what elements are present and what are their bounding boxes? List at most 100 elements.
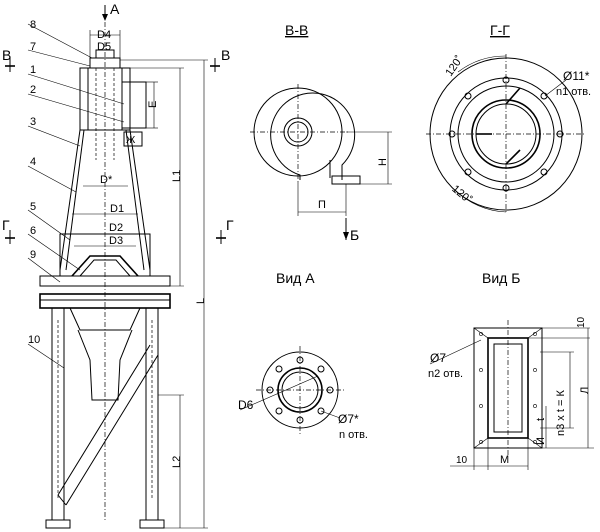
section-bb: В-В Н П Б: [250, 22, 392, 243]
view-b-corner-bl: [473, 437, 489, 449]
view-a-title: Вид А: [276, 270, 315, 286]
gg-bolt-holes: [448, 76, 564, 192]
dim-t: t: [535, 418, 547, 421]
section-g-label-left: Г: [2, 217, 10, 233]
dim-d5: D5: [97, 41, 111, 53]
view-a-bolt-hole: [266, 386, 274, 394]
dim-d4: D4: [97, 29, 111, 41]
dim-m: М: [500, 454, 509, 466]
view-b-bolt-hole: [479, 368, 483, 372]
view-a-bolt-hole: [296, 356, 304, 364]
gg-angle-top: 120˚: [443, 54, 465, 79]
diagonal-brace-a: [57, 344, 151, 496]
callout-10: 10: [28, 334, 40, 346]
gg-bolt-hole: [502, 76, 510, 84]
brace-end: [57, 494, 67, 506]
view-a-hole-d: Ø7*: [338, 412, 359, 426]
main-view: А D4 D5 В В Е Ж: [2, 1, 234, 529]
callout-5: 5: [30, 201, 36, 213]
view-b-hole-n: n2 отв.: [428, 368, 463, 380]
callout-8: 8: [30, 19, 36, 31]
callout-9: 9: [30, 249, 36, 261]
gg-bolt-hole: [540, 168, 548, 176]
bb-inlet-flange: [331, 175, 361, 185]
inner-cone-2: [79, 259, 131, 277]
leader-7: [27, 49, 91, 67]
leader-4: [27, 165, 77, 193]
gg-hole-n: n1 отв.: [556, 86, 591, 98]
callout-7: 7: [30, 41, 36, 53]
gg-bolt-hole: [540, 92, 548, 100]
zh-box: [123, 131, 143, 147]
callout-3: 3: [30, 116, 36, 128]
leader-9: [27, 257, 61, 283]
gg-vane-top: [505, 87, 521, 105]
hopper-top: [69, 307, 141, 331]
view-b-hole-d: Ø7: [430, 351, 446, 365]
support-ring: [39, 275, 171, 287]
cone-right-inner: [125, 129, 145, 271]
view-a-bolt-hole: [275, 407, 283, 415]
view-a-bolt-holes: [266, 356, 334, 424]
dim-n: Н: [377, 158, 389, 166]
view-b-title: Вид Б: [482, 270, 520, 286]
dim-i: И: [535, 437, 547, 445]
gg-vane-bottom: [505, 149, 521, 165]
cone-right-outer: [129, 129, 151, 271]
view-b-bolt-holes: [479, 332, 537, 444]
view-b-bolt-hole: [533, 332, 537, 336]
section-bb-title: В-В: [285, 22, 308, 38]
dim-l1: L1: [171, 170, 183, 182]
view-b-bolt-hole: [479, 404, 483, 408]
cone-left-outer: [59, 129, 81, 271]
view-a-d6-leader: [239, 375, 319, 411]
view-b-arrow-head: [343, 232, 349, 240]
dim-l-b: Л: [579, 387, 591, 394]
view-b-bolt-hole: [479, 440, 483, 444]
dim-k: n3 x t = К: [555, 390, 567, 436]
dim-l: L: [195, 298, 207, 304]
gg-bolt-hole: [464, 168, 472, 176]
callout-6: 6: [30, 225, 36, 237]
dim-10-left: 10: [456, 455, 468, 466]
gg-hole-d: Ø11*: [563, 69, 590, 83]
view-a-arrow-head: [102, 14, 108, 21]
view-a-bolt-hole: [275, 365, 283, 373]
dim-d2: D2: [109, 222, 123, 234]
dim-10-top: 10: [576, 316, 587, 328]
view-a-arrow-label: А: [110, 1, 120, 17]
diagonal-brace-b: [65, 354, 159, 506]
leader-8: [27, 23, 93, 59]
gg-bolt-hole: [464, 92, 472, 100]
view-a-bolt-hole: [296, 416, 304, 424]
view-b-corner-tr: [527, 327, 543, 339]
view-b-corner-tl: [473, 327, 489, 339]
view-a-hole-leader: [320, 410, 341, 419]
dim-l2: L2: [171, 456, 183, 468]
view-b-corner-br: [527, 437, 543, 449]
leader-10: [27, 343, 65, 369]
volute-outer: [270, 92, 356, 180]
support-frame-top: [39, 293, 171, 309]
section-gg: Г-Г 120˚ 120˚ Ø11* n1 отв.: [426, 22, 591, 214]
gg-angle-arc-top: [457, 55, 507, 73]
dim-e: Е: [147, 101, 159, 108]
view-a-hole-n: n отв.: [339, 429, 368, 441]
view-b-bolt-hole: [533, 404, 537, 408]
section-b-label-right: В: [221, 47, 230, 63]
section-b-label-left: В: [2, 47, 11, 63]
view-b-bolt-hole: [533, 440, 537, 444]
cone-left-inner: [65, 129, 85, 271]
callouts: 8 7 1 2 3 4 5 6 9 10: [27, 19, 125, 369]
callout-1: 1: [30, 64, 36, 76]
gg-bolt-hole: [502, 184, 510, 192]
foot-right: [139, 519, 165, 529]
hopper-body: [77, 329, 133, 401]
gg-angle-arc-bottom: [454, 189, 507, 213]
leader-1: [27, 73, 125, 105]
view-a-bolt-hole: [317, 365, 325, 373]
leader-6: [27, 233, 81, 271]
view-a-bolt-hole: [326, 386, 334, 394]
view-a-d6: D6: [238, 398, 254, 412]
